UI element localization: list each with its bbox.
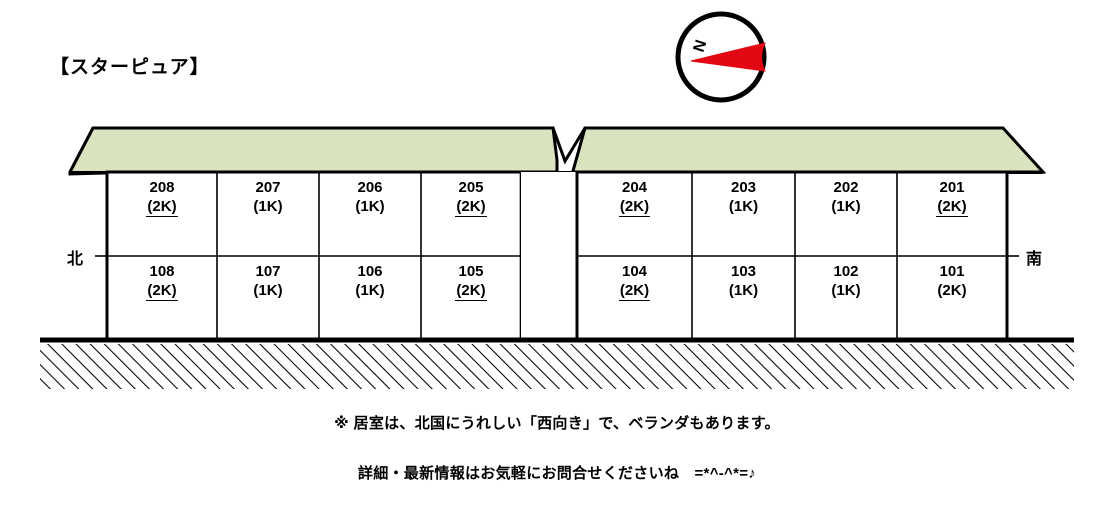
compass-north-label: N bbox=[691, 38, 711, 54]
note-contact: 詳細・最新情報はお気軽にお問合せくださいね =*^-^*=♪ bbox=[357, 465, 757, 482]
room-cell-107[interactable]: 107 (1K) bbox=[217, 262, 319, 300]
room-cell-103[interactable]: 103 (1K) bbox=[692, 262, 795, 300]
room-number: 108 bbox=[149, 263, 175, 280]
room-cell-203[interactable]: 203 (1K) bbox=[692, 178, 795, 216]
room-number: 201 bbox=[939, 179, 965, 196]
room-number: 205 bbox=[458, 179, 484, 196]
floorplan-diagram bbox=[40, 126, 1074, 389]
room-type: (1K) bbox=[728, 198, 759, 216]
room-cell-101[interactable]: 101 (2K) bbox=[897, 262, 1007, 300]
room-type: (2K) bbox=[146, 197, 178, 218]
roof-notch bbox=[553, 128, 577, 160]
room-type: (2K) bbox=[618, 281, 651, 302]
room-type: (1K) bbox=[253, 198, 283, 216]
room-type: (2K) bbox=[146, 281, 178, 302]
ground-hatch bbox=[40, 344, 1074, 389]
room-number: 105 bbox=[458, 263, 484, 280]
room-cell-205[interactable]: 205 (2K) bbox=[421, 178, 521, 218]
compass-rose-svg: N bbox=[675, 11, 767, 103]
room-type: (1K) bbox=[831, 198, 861, 216]
room-type: (2K) bbox=[455, 197, 487, 218]
room-type: (2K) bbox=[618, 197, 651, 218]
room-type: (1K) bbox=[728, 282, 759, 300]
roof-west-body bbox=[68, 126, 559, 175]
room-cell-206[interactable]: 206 (1K) bbox=[319, 178, 421, 216]
room-number: 203 bbox=[730, 179, 757, 196]
room-number: 208 bbox=[149, 179, 175, 196]
room-number: 106 bbox=[357, 263, 383, 280]
room-cell-207[interactable]: 207 (1K) bbox=[217, 178, 319, 216]
room-number: 103 bbox=[730, 263, 757, 280]
room-number: 204 bbox=[621, 179, 648, 196]
room-type: (1K) bbox=[253, 282, 283, 300]
room-number: 101 bbox=[939, 263, 965, 280]
room-number: 102 bbox=[833, 263, 859, 280]
page-title: 【スターピュア】 bbox=[50, 57, 210, 78]
room-number: 107 bbox=[255, 263, 281, 280]
room-cell-204[interactable]: 204 (2K) bbox=[577, 178, 692, 218]
room-cell-202[interactable]: 202 (1K) bbox=[795, 178, 897, 216]
central-stairwell bbox=[521, 172, 577, 340]
room-cell-105[interactable]: 105 (2K) bbox=[421, 262, 521, 302]
compass-rose-icon: N bbox=[673, 9, 769, 105]
room-cell-102[interactable]: 102 (1K) bbox=[795, 262, 897, 300]
room-number: 207 bbox=[255, 179, 281, 196]
note-orientation: ※ 居室は、北国にうれしい「西向き」で、ベランダもあります。 bbox=[334, 415, 780, 432]
room-type: (1K) bbox=[831, 282, 861, 300]
room-type: (1K) bbox=[355, 198, 385, 216]
room-number: 202 bbox=[833, 179, 859, 196]
room-type: (2K) bbox=[937, 282, 967, 300]
roof-east-body bbox=[571, 126, 1047, 174]
roof-notch-outline bbox=[551, 127, 587, 165]
direction-label-south: 南 bbox=[1026, 251, 1043, 268]
room-cell-201[interactable]: 201 (2K) bbox=[897, 178, 1007, 218]
direction-label-north: 北 bbox=[67, 251, 84, 268]
room-number: 206 bbox=[357, 179, 383, 196]
compass-needle-west bbox=[690, 42, 766, 72]
room-cell-108[interactable]: 108 (2K) bbox=[107, 262, 217, 302]
room-cell-104[interactable]: 104 (2K) bbox=[577, 262, 692, 302]
room-type: (2K) bbox=[455, 281, 487, 302]
room-cell-106[interactable]: 106 (1K) bbox=[319, 262, 421, 300]
room-type: (1K) bbox=[355, 282, 385, 300]
room-cell-208[interactable]: 208 (2K) bbox=[107, 178, 217, 218]
room-type: (2K) bbox=[936, 197, 968, 218]
room-number: 104 bbox=[621, 263, 648, 280]
